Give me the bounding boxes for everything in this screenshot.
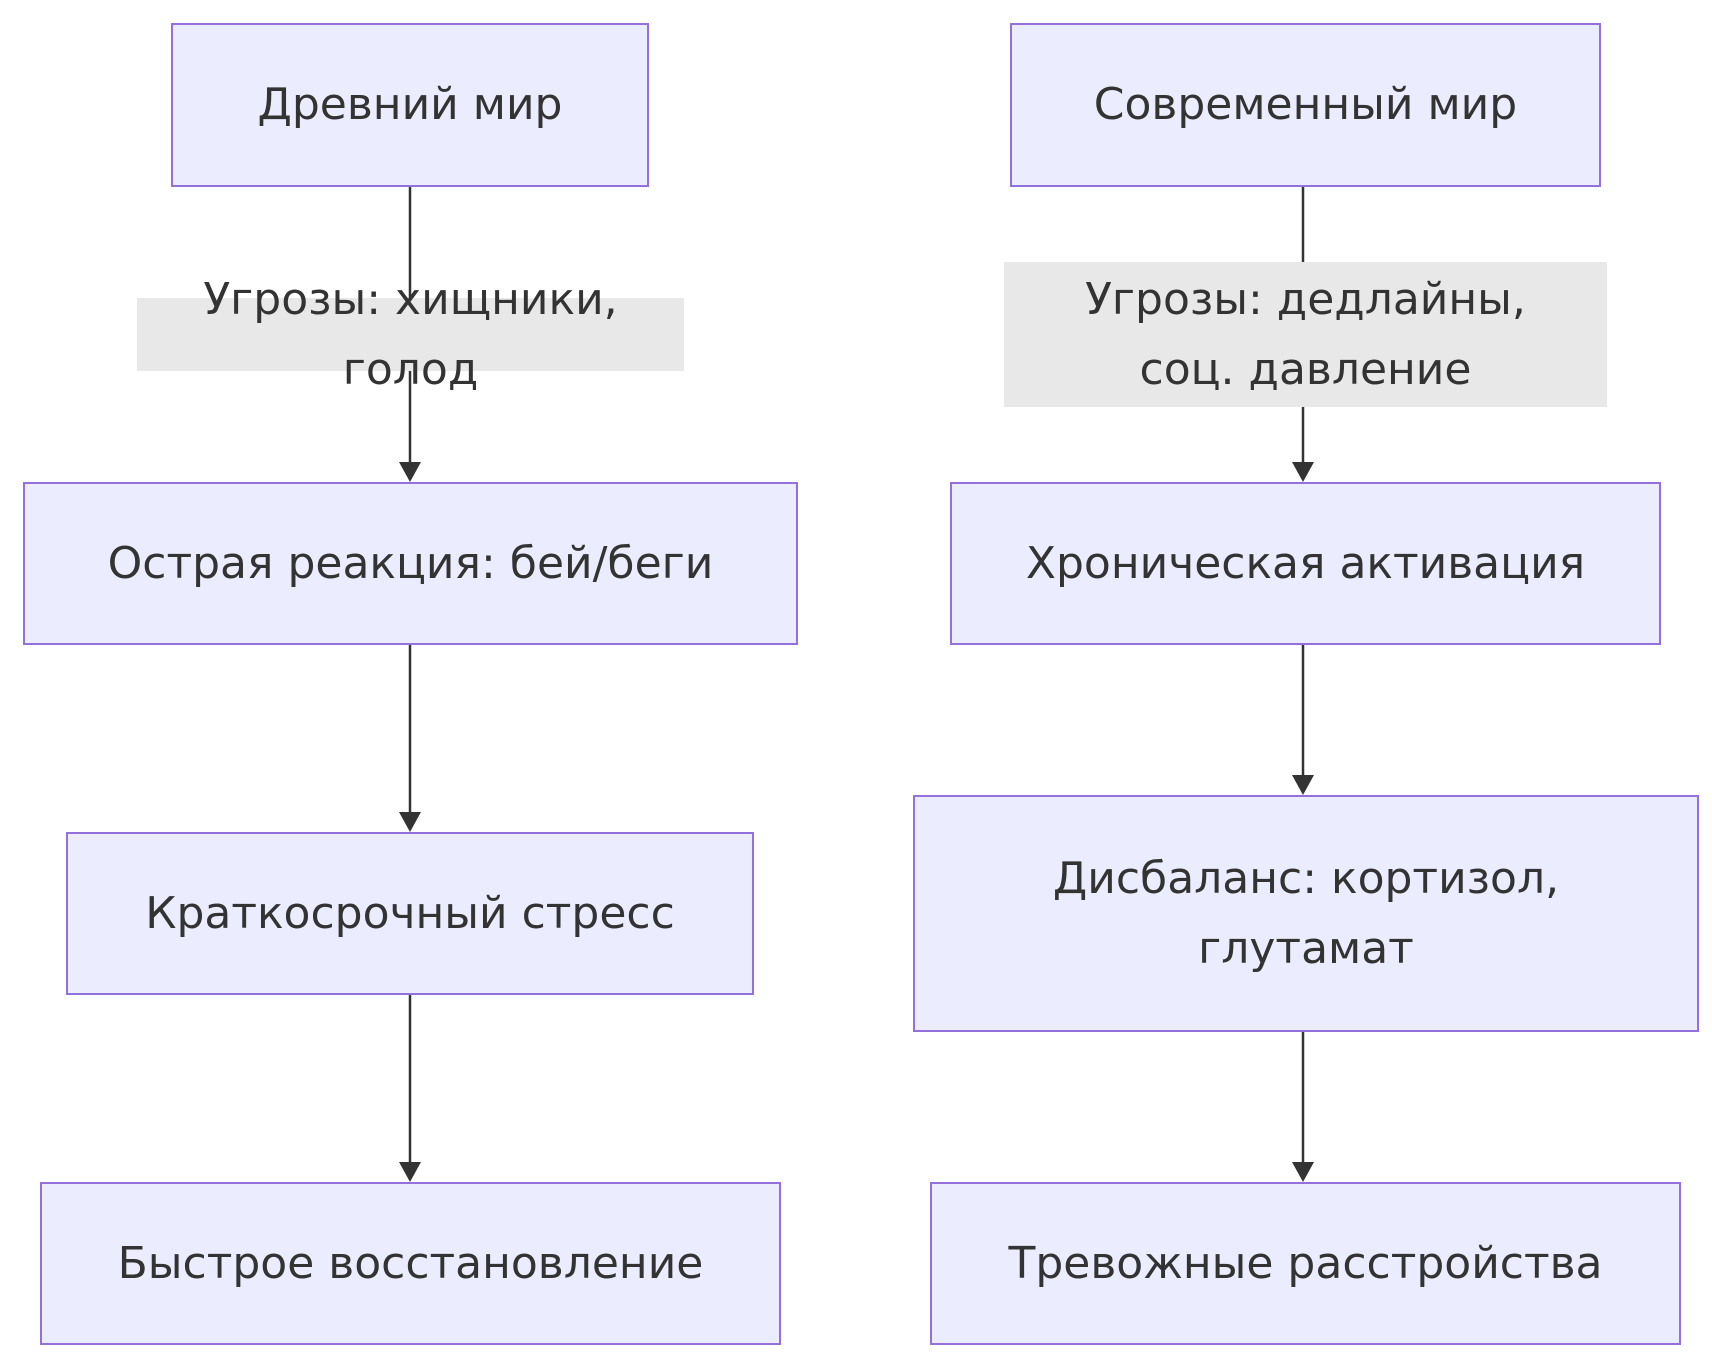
node-short-term-stress: Краткосрочный стресс [66,832,754,995]
node-fast-recovery: Быстрое восстановление [40,1182,781,1345]
node-ancient-world: Древний мир [171,23,649,187]
node-acute-reaction: Острая реакция: бей/беги [23,482,798,645]
edge-imbalance-to-anxiety [1292,1032,1314,1182]
edge-shortterm-to-recovery [399,995,421,1182]
edge-acute-to-shortterm [399,645,421,832]
edge-label-ancient-threats: Угрозы: хищники, голод [137,274,684,395]
edge-chronic-to-imbalance [1292,645,1314,795]
node-chronic-activation: Хроническая активация [950,482,1661,645]
node-modern-world: Современный мир [1010,23,1601,187]
node-anxiety-disorders: Тревожные расстройства [930,1182,1681,1345]
edge-label-modern-threats: Угрозы: дедлайны, соц. давление [1004,262,1607,407]
node-imbalance: Дисбаланс: кортизол, глутамат [913,795,1699,1032]
